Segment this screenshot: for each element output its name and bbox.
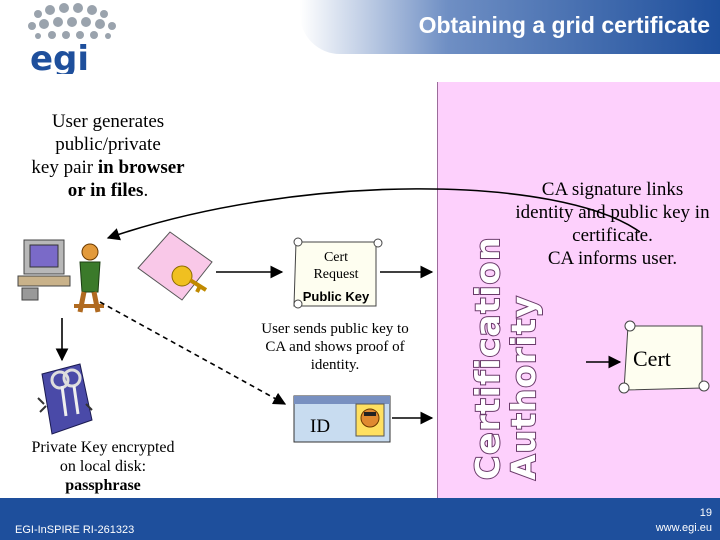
- slide-header: Obtaining a grid certificate egi: [0, 0, 720, 78]
- user-computer-icon: [17, 239, 104, 313]
- sends-text-line2: CA and shows proof of: [265, 339, 405, 355]
- id-card-icon: [293, 395, 391, 443]
- private-key-line2: on local disk:: [59, 458, 147, 475]
- cert-request-scroll-icon: [293, 237, 383, 309]
- user-text-line2: public/private: [55, 134, 161, 155]
- cert-request-line2: Request: [313, 267, 359, 282]
- user-text-line1: User generates: [51, 111, 165, 132]
- user-generates-keys-text: User generates public/private key pair i…: [18, 110, 198, 202]
- ca-text-line4: CA informs user.: [547, 248, 678, 269]
- page-number: 19: [699, 507, 712, 519]
- private-key-line1: Private Key encrypted: [31, 439, 175, 456]
- private-key-line3: passphrase: [65, 477, 141, 494]
- certification-authority-panel: [437, 82, 720, 498]
- cert-request-public-key: Public Key: [302, 289, 370, 304]
- user-text-line4: or in files.: [18, 179, 198, 202]
- user-text-line3-bold: in browser: [97, 157, 185, 178]
- certificate-label: Cert: [633, 346, 671, 371]
- ca-text-line2: identity and public key in: [515, 202, 710, 223]
- ca-text-line3: certificate.: [572, 225, 653, 246]
- user-text-line3: key pair in browser: [18, 156, 198, 179]
- footer-bar: [0, 498, 720, 540]
- cert-request-line1: Cert: [323, 250, 349, 265]
- user-text-line4-bold: or in files: [67, 180, 144, 201]
- logo-wordmark: egi: [30, 39, 89, 74]
- ca-to-user-arrow: [106, 188, 641, 241]
- sends-text-line1: User sends public key to: [261, 321, 409, 337]
- certificate-scroll-icon: [618, 320, 710, 394]
- id-card-label: ID: [310, 416, 331, 437]
- sends-text-line3: identity.: [310, 357, 360, 373]
- egi-logo: egi: [28, 3, 116, 74]
- title-bar: Obtaining a grid certificate: [300, 0, 720, 54]
- user-text-line4-suffix: .: [143, 180, 149, 201]
- user-text-line3-prefix: key pair: [31, 157, 98, 178]
- footer-url: www.egi.eu: [655, 522, 712, 534]
- private-key-text: Private Key encrypted on local disk: pas…: [8, 438, 198, 495]
- footer-right: 19 www.egi.eu: [656, 506, 712, 536]
- cert-request-label: Cert Request: [300, 249, 372, 283]
- ca-description-text: CA signature links identity and public k…: [505, 178, 720, 270]
- private-key-lock-icon: [37, 363, 93, 435]
- user-sends-key-text: User sends public key to CA and shows pr…: [245, 320, 425, 374]
- public-key-card-icon: [137, 231, 213, 301]
- slide-title: Obtaining a grid certificate: [418, 12, 710, 38]
- footer-project-id: EGI-InSPIRE RI-261323: [15, 524, 135, 536]
- ca-text-line1: CA signature links: [541, 179, 684, 200]
